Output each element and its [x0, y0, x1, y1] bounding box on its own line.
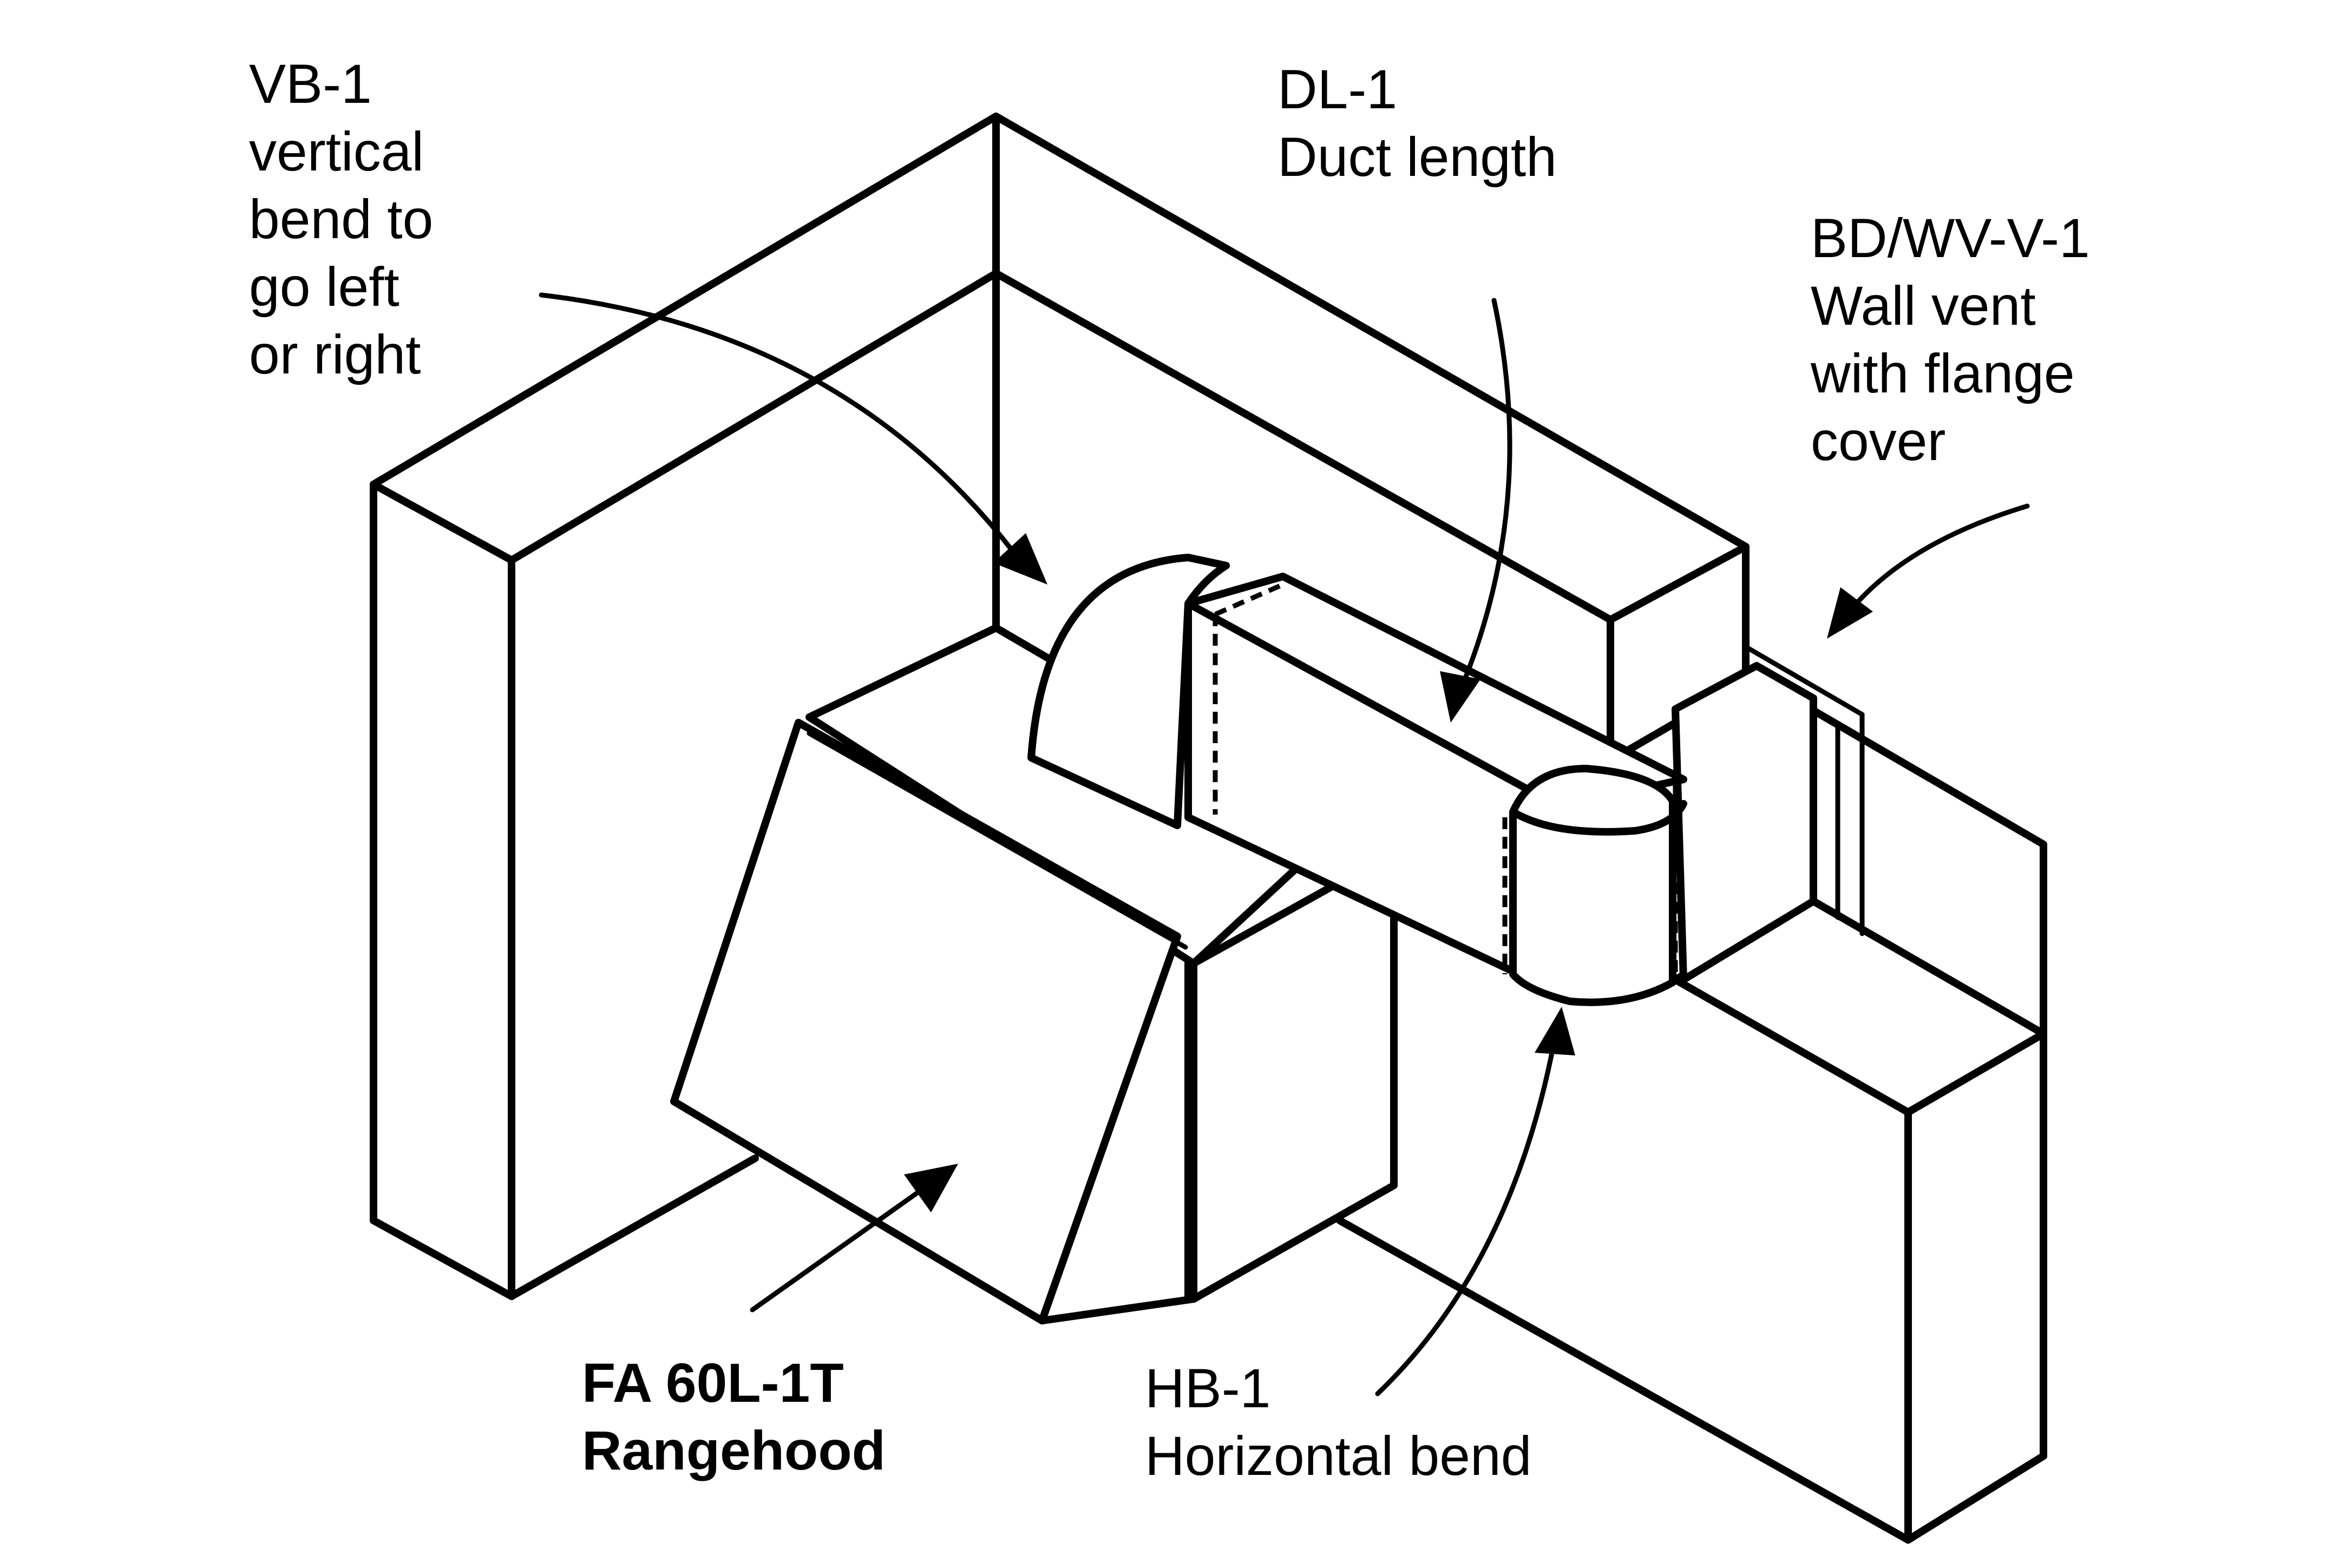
- arrow-hb1: [1375, 1042, 1556, 1396]
- vertical-bend-seam: [1030, 755, 1178, 828]
- label-hb1: HB-1 Horizontal bend: [1145, 1357, 1531, 1487]
- label-vb1-line4: go left: [249, 256, 399, 318]
- label-dl1-line1: DL-1: [1277, 58, 1397, 120]
- arrow-dl1: [1459, 298, 1512, 690]
- label-bdwv-line1: BD/WV-V-1: [1811, 207, 2090, 269]
- rangehood-bottom-edge: [1038, 1295, 1197, 1324]
- label-vb1-line3: bend to: [249, 188, 433, 250]
- arrow-hb1-head: [1535, 1007, 1575, 1055]
- arrow-dl1-head: [1440, 671, 1480, 723]
- label-vb1: VB-1 vertical bend to go left or right: [249, 53, 433, 385]
- rangehood-flap-lip: [807, 731, 1188, 950]
- label-vb1-line1: VB-1: [249, 53, 372, 115]
- label-dl1: DL-1 Duct length: [1277, 58, 1557, 188]
- label-dl1-line2: Duct length: [1277, 126, 1557, 188]
- label-vb1-line5: or right: [249, 324, 421, 385]
- arrow-bdwv: [1851, 503, 2030, 609]
- horizontal-bend-curve: [1509, 800, 1687, 836]
- vertical-bend: [1027, 554, 1230, 829]
- label-bdwv-line3: with flange: [1810, 343, 2075, 404]
- wall-vent-flange: [1743, 644, 1865, 936]
- label-hb1-line2: Horizontal bend: [1145, 1425, 1531, 1487]
- upper-wall-line: [992, 270, 1614, 624]
- horizontal-bend: [1509, 765, 1676, 1006]
- label-bdwv-line4: cover: [1811, 410, 1945, 472]
- duct-joint-left-top: [1214, 582, 1284, 617]
- arrow-vb1: [539, 292, 1020, 560]
- wall-vent-body: [1672, 662, 1817, 983]
- label-vb1-line2: vertical: [249, 121, 424, 182]
- pointer-arrows: [539, 292, 2030, 1396]
- label-fa60: FA 60L-1T Rangehood: [582, 1352, 886, 1481]
- label-bdwv: BD/WV-V-1 Wall vent with flange cover: [1810, 207, 2090, 472]
- left-floor-line: [508, 1154, 759, 1300]
- arrow-vb1-head: [993, 533, 1047, 585]
- label-bdwv-line2: Wall vent: [1811, 275, 2036, 337]
- label-hb1-line1: HB-1: [1145, 1357, 1270, 1419]
- wall-vent: [1672, 644, 1865, 983]
- wall-structure: [370, 113, 2047, 1544]
- arrow-bdwv-head: [1827, 587, 1873, 639]
- label-fa60-line2: Rangehood: [582, 1420, 886, 1481]
- label-fa60-line1: FA 60L-1T: [582, 1352, 844, 1414]
- left-block-front: [370, 481, 515, 1300]
- arrow-fa60-head: [904, 1164, 958, 1212]
- left-block-top: [370, 113, 1000, 564]
- rangehood-side: [1190, 878, 1398, 1303]
- right-block-front: [1904, 1030, 2047, 1544]
- arrow-fa60: [750, 1188, 923, 1313]
- duct-run: [1027, 554, 1687, 1006]
- right-floor-line: [1336, 1217, 1912, 1544]
- rangehood: [670, 624, 1398, 1324]
